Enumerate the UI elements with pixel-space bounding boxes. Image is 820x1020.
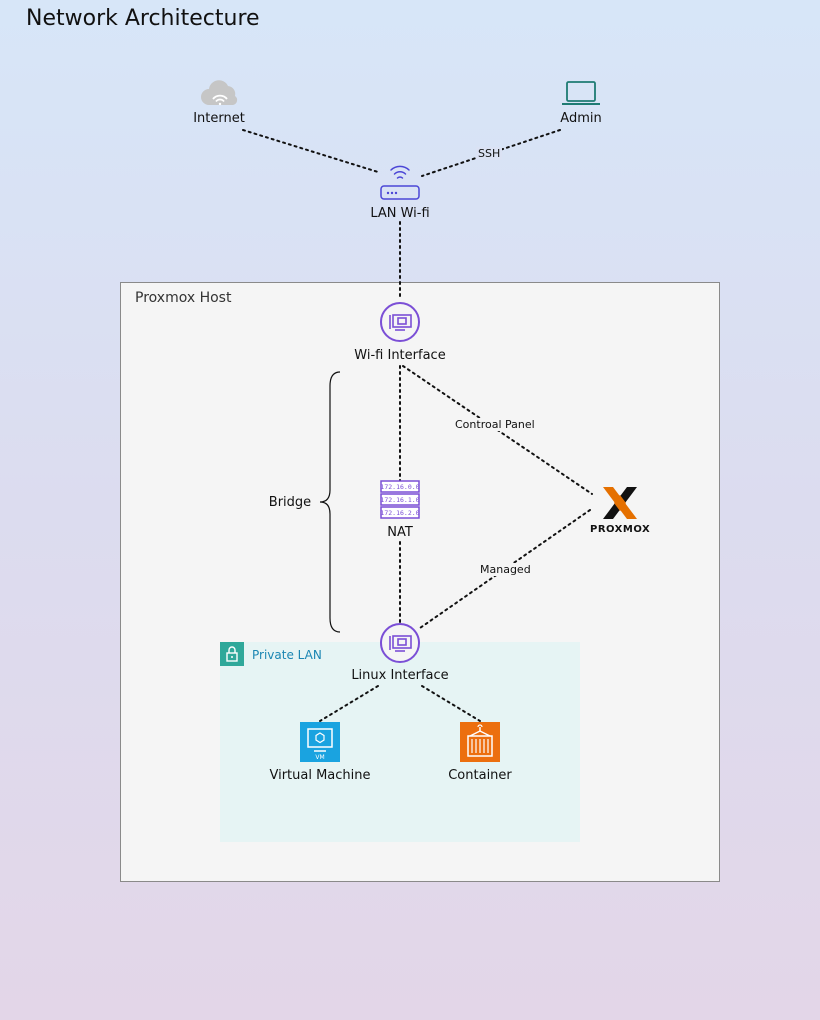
wifi-router-icon [378,160,422,202]
lan-wifi-label: LAN Wi-fi [370,206,430,221]
container-label: Container [448,768,512,783]
nat-ip-2: 172.16.2.0 [380,509,419,517]
diagram-title: Network Architecture [26,6,260,31]
edge-linuxif-vm [319,685,379,722]
bridge-brace [319,371,341,633]
nat-table-icon: 172.16.0.0 172.16.1.0 172.16.2.0 [380,480,420,520]
nat-label: NAT [387,525,413,540]
laptop-icon [561,80,601,106]
ssh-edge-label: SSH [476,147,503,160]
container-icon [460,722,500,762]
cloud-icon [197,78,243,108]
linux-interface-label: Linux Interface [351,668,449,683]
proxmox-logo-icon [601,485,639,521]
nat-ip-1: 172.16.1.0 [380,496,419,504]
control-panel-edge-label: Controal Panel [453,418,537,431]
internet-label: Internet [193,111,245,126]
edge-linuxif-container [421,685,481,722]
network-interface-icon [379,301,421,343]
lock-icon [220,642,244,666]
virtual-machine-label: Virtual Machine [269,768,371,783]
private-lan-label: Private LAN [252,648,322,662]
linux-interface-icon [379,622,421,664]
edge-internet-lanwifi [242,129,379,173]
vm-badge: VM [315,754,324,761]
admin-label: Admin [560,111,602,126]
virtual-machine-icon: VM [300,722,340,762]
private-lan-box [220,642,580,842]
proxmox-logo-text: PROXMOX [590,524,651,535]
proxmox-host-label: Proxmox Host [135,290,232,306]
wifi-interface-label: Wi-fi Interface [354,348,446,363]
bridge-label: Bridge [268,495,312,510]
nat-ip-0: 172.16.0.0 [380,483,419,491]
managed-edge-label: Managed [478,563,533,576]
